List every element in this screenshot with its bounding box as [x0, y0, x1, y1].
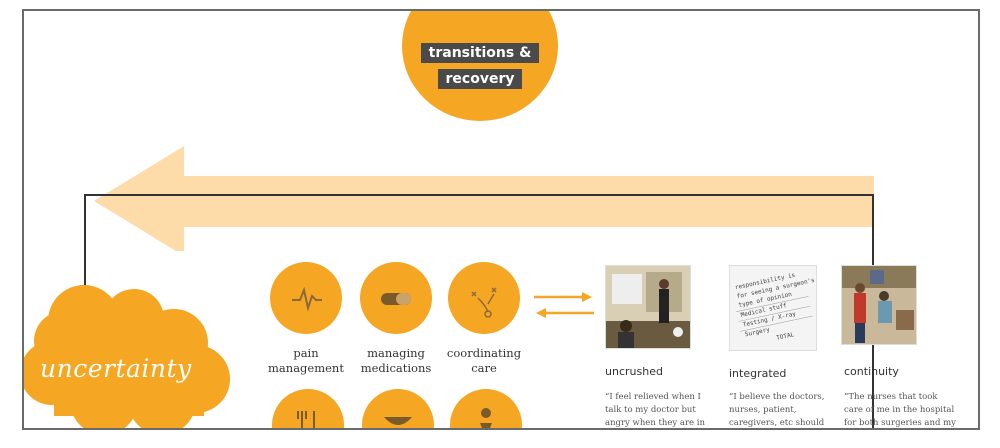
managing-medications-circle	[360, 262, 432, 334]
exchange-arrows	[534, 292, 594, 318]
nutrition-circle	[272, 389, 344, 428]
uncertainty-cloud	[24, 285, 230, 428]
uncrushed-title: uncrushed	[605, 365, 663, 378]
flow-arrow-shape	[94, 146, 874, 251]
checklist-line-7: TOTAL	[776, 331, 796, 342]
hub-title-line1: transitions &	[402, 43, 558, 63]
person-icon	[480, 408, 492, 428]
family-room-photo	[841, 265, 917, 345]
bowl-icon	[384, 417, 412, 425]
home-care-circle	[362, 389, 434, 428]
pain-management-circle	[270, 262, 342, 334]
integrated-title: integrated	[729, 367, 787, 380]
heartbeat-icon	[292, 286, 322, 312]
continuity-title: continuity	[844, 365, 899, 378]
classroom-photo	[605, 265, 691, 349]
playbook-icon	[471, 287, 497, 318]
coordinating-care-circle	[448, 262, 520, 334]
checklist-photo: responsibility is for seeing a surgeon's…	[729, 265, 817, 351]
uncertainty-label: uncertainty	[40, 354, 192, 383]
rehabilitation-circle	[450, 389, 522, 428]
pill-icon	[381, 293, 411, 305]
transitions-recovery-hub: transitions & recovery	[402, 11, 558, 121]
flow-arrow	[94, 146, 874, 251]
hub-title-line2: recovery	[402, 69, 558, 89]
integrated-quote: “I believe the doctors,nurses, patient,c…	[729, 392, 825, 428]
fork-knife-icon	[297, 411, 315, 428]
